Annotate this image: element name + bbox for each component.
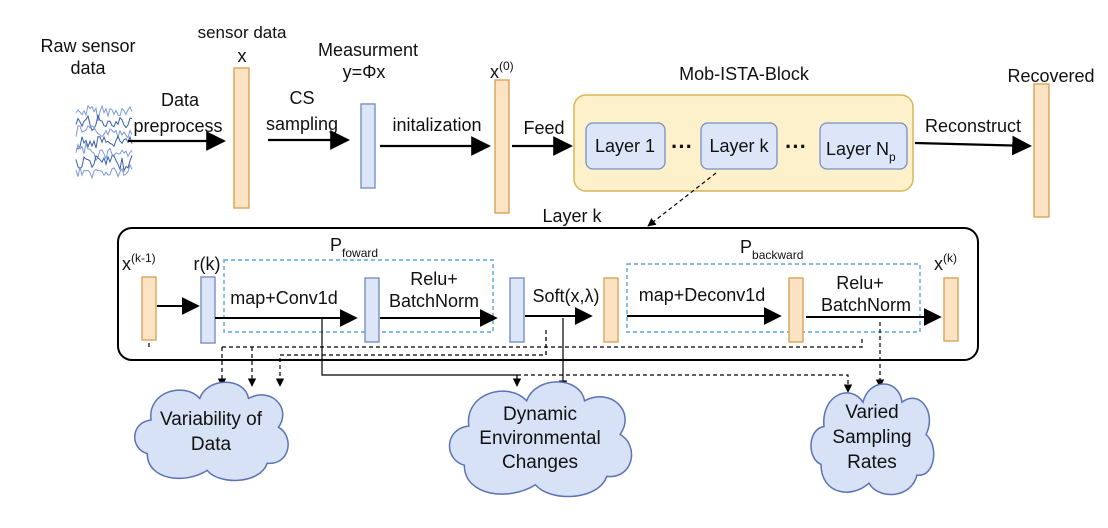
- sensor-data-x: x: [238, 46, 247, 66]
- xk-vector: [943, 277, 959, 342]
- cloud-shape: [448, 381, 633, 498]
- layer-k-label: Layer k: [709, 136, 769, 156]
- layer-1-box: [585, 122, 666, 170]
- cloud-varied-line1: Varied: [845, 402, 899, 423]
- map-deconv-label: map+Deconv1d: [639, 285, 766, 305]
- sensor-data-label: sensor data: [198, 23, 287, 42]
- relu2-label-line1: Relu+: [836, 273, 884, 293]
- xk-label: x(k): [934, 251, 957, 274]
- cloud-dynamic-line1: Dynamic: [503, 404, 577, 425]
- cloud-variability-line2: Data: [191, 434, 232, 455]
- cloud-variability: [134, 381, 289, 482]
- waveform-trace: [75, 154, 133, 173]
- relu-output-vector: [509, 277, 525, 343]
- feed-label: Feed: [523, 118, 564, 138]
- preprocess-label-line1: Data: [161, 90, 200, 110]
- pbackward-box: [626, 263, 921, 333]
- pforward-label: Pfoward: [330, 235, 378, 260]
- init-label: initalization: [392, 115, 481, 135]
- cloud-varied-line3: Rates: [847, 452, 897, 473]
- soft-output-vector: [603, 277, 619, 343]
- block-title: Mob-ISTA-Block: [679, 64, 810, 84]
- cs-label-line2: sampling: [266, 114, 338, 134]
- cloud-dynamic-line2: Environmental: [479, 428, 600, 449]
- measurement-label: Measurment: [318, 40, 418, 60]
- soft-label: Soft(x,λ): [532, 286, 599, 306]
- layer-k-detail-box: [117, 227, 979, 361]
- layer-np-label: Layer Np: [826, 139, 896, 164]
- detail-title: Layer k: [542, 206, 602, 226]
- deconv-output-vector: [788, 277, 804, 343]
- raw-sensor-label-line1: Raw sensor: [40, 36, 135, 56]
- recovered-label: Recovered: [1007, 66, 1094, 86]
- xk1-vector: [141, 276, 157, 341]
- pforward-box: [223, 259, 494, 333]
- x0-vector: [494, 79, 510, 214]
- cloud-shape: [134, 381, 289, 482]
- cloud-dynamic-line3: Changes: [502, 452, 578, 473]
- relu-label-line1: Relu+: [410, 269, 458, 289]
- conv-output-vector: [364, 277, 380, 343]
- xk1-label: x(k-1): [122, 251, 156, 274]
- cs-label-line1: CS: [289, 88, 314, 108]
- dots-2: ···: [785, 134, 807, 159]
- raw-sensor-label-line2: data: [70, 58, 106, 78]
- reconstruct-arrow: [914, 135, 1032, 156]
- layer-np-box: [819, 122, 908, 170]
- relu-label-line2: BatchNorm: [389, 291, 479, 311]
- layer-1-label: Layer 1: [595, 136, 655, 156]
- x0-label: x(0): [490, 59, 514, 82]
- influence-connectors: [148, 318, 885, 393]
- rk-label: r(k): [194, 254, 221, 274]
- map-conv-label: map+Conv1d: [230, 288, 338, 308]
- pbackward-label: Pbackward: [740, 237, 803, 262]
- recovered-vector: [1033, 83, 1050, 218]
- waveform-icon: [75, 104, 133, 180]
- waveform-trace: [75, 141, 133, 162]
- waveform-trace: [75, 124, 133, 140]
- layer-k-zoom-arrow: [647, 172, 717, 227]
- waveform-trace: [75, 104, 133, 122]
- waveform-trace: [75, 135, 133, 150]
- cloud-variability-line1: Variability of: [160, 409, 263, 430]
- cloud-varied: [810, 383, 935, 496]
- measurement-equation: y=Φx: [343, 62, 386, 82]
- measurement-vector: [360, 103, 376, 189]
- cloud-varied-line2: Sampling: [832, 427, 911, 448]
- dots-1: ···: [671, 134, 693, 159]
- waveform-trace: [75, 163, 133, 180]
- rk-vector: [200, 276, 216, 344]
- cloud-shape: [810, 383, 935, 496]
- relu2-label-line2: BatchNorm: [821, 295, 911, 315]
- layer-k-box: [700, 122, 778, 170]
- sensor-data-vector: [233, 67, 250, 209]
- preprocess-label-line2: preprocess: [133, 116, 222, 136]
- waveform-trace: [75, 113, 133, 132]
- cloud-dynamic: [448, 381, 633, 498]
- reconstruct-label: Reconstruct: [925, 116, 1021, 136]
